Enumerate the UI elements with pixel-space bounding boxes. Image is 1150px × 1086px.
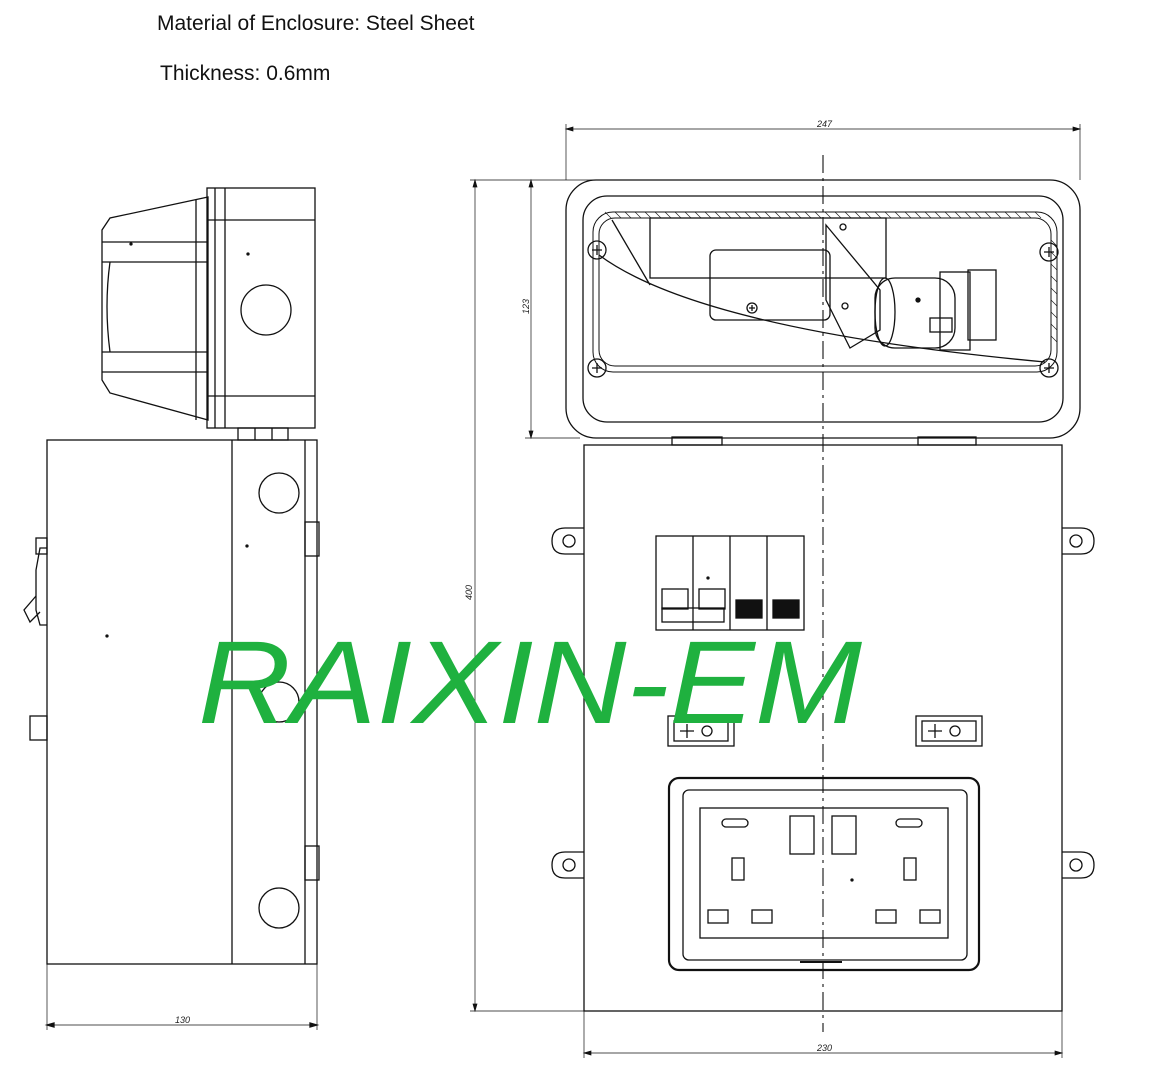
dim-247-label: 247 bbox=[816, 119, 833, 129]
dim-400-label: 400 bbox=[464, 585, 474, 600]
front-main-box bbox=[551, 444, 1095, 1012]
screw-icon bbox=[587, 240, 1059, 378]
dim-130-label: 130 bbox=[175, 1015, 190, 1025]
front-top-box bbox=[565, 179, 1081, 446]
watermark-text: RAIXIN-EM bbox=[198, 617, 863, 749]
dim-123-label: 123 bbox=[521, 299, 531, 314]
material-note: Material of Enclosure: Steel Sheet bbox=[157, 12, 475, 35]
side-view bbox=[23, 187, 320, 1030]
thickness-note: Thickness: 0.6mm bbox=[160, 62, 331, 85]
dim-230-label: 230 bbox=[816, 1043, 832, 1053]
dimension-lines bbox=[470, 124, 1082, 1058]
